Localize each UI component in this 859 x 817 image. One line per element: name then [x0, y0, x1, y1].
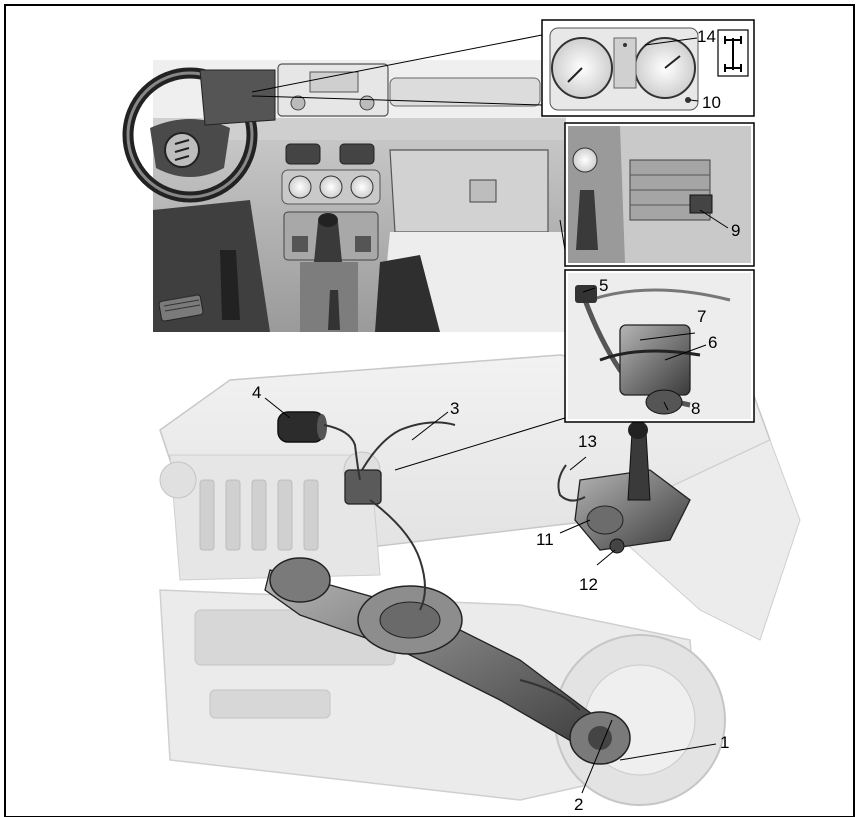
dashboard-interior-view: [122, 60, 566, 332]
inset-instrument-cluster: [251, 19, 755, 117]
callout-6: 6: [708, 333, 717, 352]
callout-12: 12: [579, 575, 598, 594]
callout-9: 9: [731, 221, 740, 240]
callout-10: 10: [702, 93, 721, 112]
callout-11: 11: [536, 530, 554, 549]
callout-5: 5: [599, 276, 608, 295]
callout-14: 14: [697, 27, 716, 46]
callout-13: 13: [578, 432, 597, 451]
inset-actuator-detail: [394, 269, 755, 471]
callout-2: 2: [574, 795, 583, 814]
callout-3: 3: [450, 399, 459, 418]
four-wheel-drive-indicator-icon: [717, 29, 749, 77]
callout-1: 1: [720, 733, 729, 752]
callout-labels: 1 2 3 4 5 6 7 8 9 10 11 12 13 14: [252, 27, 740, 814]
inset-controller-location: [559, 122, 755, 267]
drivetrain-components: [264, 411, 691, 765]
callout-8: 8: [691, 399, 700, 418]
callout-7: 7: [697, 307, 706, 326]
leader-lines: [264, 37, 729, 794]
callout-4: 4: [252, 383, 261, 402]
